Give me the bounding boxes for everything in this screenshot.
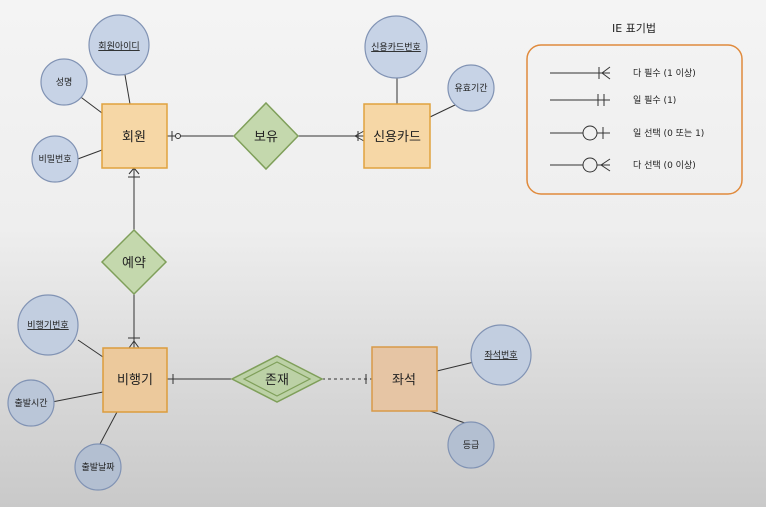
attribute-password: 비밀번호 — [31, 135, 79, 183]
legend-item-one-mandatory: 일 필수 (1) — [633, 94, 676, 106]
svg-text:비행기번호: 비행기번호 — [27, 319, 68, 331]
svg-text:등급: 등급 — [463, 440, 480, 451]
relationship-reserve: 예약 — [100, 228, 168, 296]
svg-text:비밀번호: 비밀번호 — [38, 153, 71, 165]
svg-text:신용카드: 신용카드 — [373, 130, 421, 145]
legend-box — [526, 44, 743, 195]
attribute-departure-date: 출발날짜 — [74, 443, 122, 491]
svg-text:회원아이디: 회원아이디 — [98, 41, 139, 52]
svg-text:출발시간: 출발시간 — [14, 398, 47, 409]
svg-text:비행기: 비행기 — [117, 372, 153, 388]
legend-symbol-one-mandatory — [550, 94, 610, 106]
relationship-lines — [128, 130, 372, 384]
entity-card: 신용카드 — [363, 103, 431, 169]
legend-item-many-mandatory: 다 필수 (1 이상) — [633, 67, 696, 79]
attribute-card-number: 신용카드번호 — [364, 15, 428, 79]
legend-symbol-many-mandatory — [550, 66, 611, 80]
attribute-seat-number: 좌석번호 — [470, 324, 532, 386]
legend: IE 표기법 다 필수 (1 이상) 일 필수 (1) 일 선택 (0 또는 1… — [526, 22, 743, 195]
attribute-member-id: 회원아이디 — [88, 14, 150, 76]
legend-item-many-optional: 다 선택 (0 이상) — [633, 160, 696, 171]
svg-text:성명: 성명 — [56, 77, 73, 88]
legend-symbol-one-optional — [550, 125, 610, 141]
svg-text:유효기간: 유효기간 — [454, 83, 487, 94]
svg-text:존재: 존재 — [265, 373, 289, 388]
attribute-name: 성명 — [40, 58, 88, 106]
entity-flight: 비행기 — [102, 347, 168, 413]
attribute-connectors — [51, 74, 475, 445]
entity-member: 회원 — [101, 103, 168, 169]
attribute-departure-time: 출발시간 — [7, 379, 55, 427]
svg-text:예약: 예약 — [122, 256, 146, 271]
legend-title: IE 표기법 — [612, 22, 656, 35]
relationship-own: 보유 — [232, 101, 300, 171]
attribute-expiry: 유효기간 — [447, 64, 495, 112]
legend-item-one-optional: 일 선택 (0 또는 1) — [633, 128, 704, 139]
legend-symbol-many-optional — [550, 157, 611, 173]
attribute-grade: 등급 — [447, 421, 495, 469]
svg-text:회원: 회원 — [122, 130, 146, 145]
svg-text:좌석: 좌석 — [392, 373, 416, 388]
svg-text:보유: 보유 — [254, 130, 278, 145]
relationship-exist: 존재 — [230, 355, 324, 403]
svg-text:출발날짜: 출발날짜 — [81, 462, 115, 473]
svg-text:좌석번호: 좌석번호 — [484, 350, 517, 361]
entity-seat: 좌석 — [371, 346, 438, 412]
svg-text:신용카드번호: 신용카드번호 — [371, 42, 421, 53]
attribute-flight-number: 비행기번호 — [17, 294, 79, 356]
